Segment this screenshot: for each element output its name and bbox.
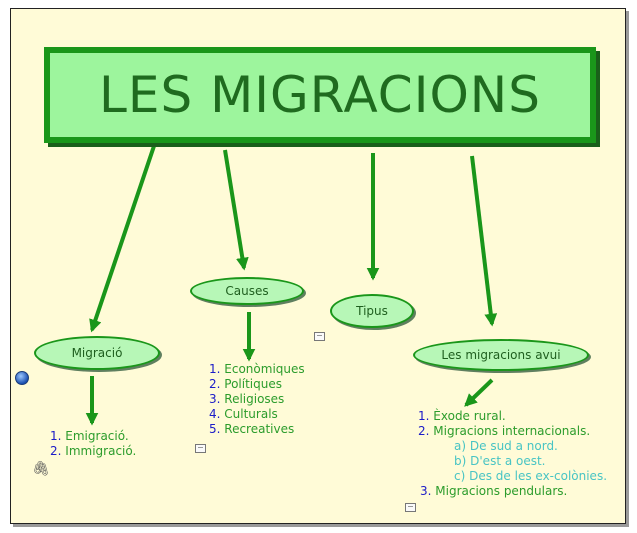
list-item: 1. Emigració. (50, 429, 129, 443)
list-item: 4. Culturals (209, 407, 278, 421)
list-item: 3. Religioses (209, 392, 285, 406)
node-les-migracions-avui[interactable]: Les migracions avui (413, 339, 589, 371)
list-item: 1. Èxode rural. (418, 409, 506, 423)
list-subitem: c) Des de les ex-colònies. (454, 469, 608, 483)
node-migracio[interactable]: Migració (34, 336, 160, 370)
migracio-list: 1. Emigració. 2. Immigració. (50, 429, 136, 459)
node-tipus[interactable]: Tipus (330, 294, 414, 328)
list-item: 1. Econòmiques (209, 362, 305, 376)
avui-list: 1. Èxode rural. 2. Migracions internacio… (418, 409, 607, 499)
note-icon[interactable] (195, 444, 206, 453)
paperclip-icon[interactable]: 🖇 (32, 461, 50, 477)
causes-list: 1. Econòmiques 2. Polítiques 3. Religios… (209, 362, 305, 437)
globe-icon[interactable] (15, 371, 29, 385)
list-subitem: b) D'est a oest. (454, 454, 546, 468)
node-causes[interactable]: Causes (190, 277, 304, 305)
list-subitem: a) De sud a nord. (454, 439, 558, 453)
list-item: 2. Polítiques (209, 377, 282, 391)
list-item: 2. Immigració. (50, 444, 137, 458)
note-icon[interactable] (405, 503, 416, 512)
list-item: 3. Migracions pendulars. (420, 484, 568, 498)
list-item: 5. Recreatives (209, 422, 295, 436)
list-item: 2. Migracions internacionals. (418, 424, 591, 438)
map-title: LES MIGRACIONS (44, 47, 596, 143)
note-icon[interactable] (314, 332, 325, 341)
